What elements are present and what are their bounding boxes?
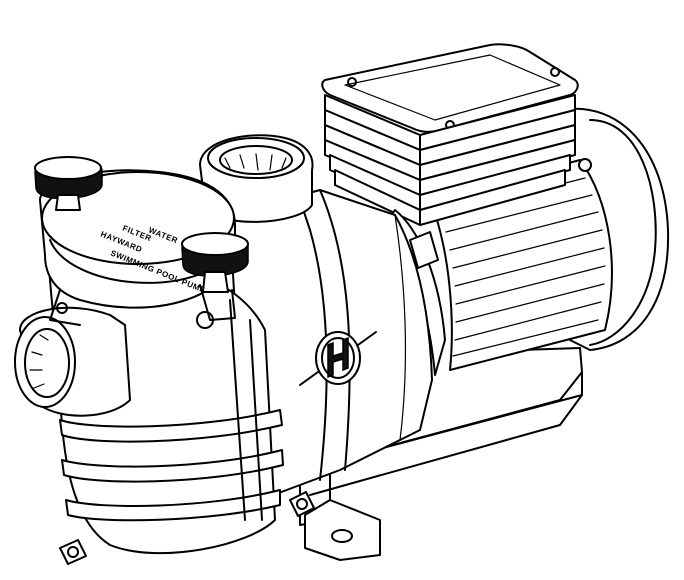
drain-plug	[59, 539, 87, 565]
lid-knob-left	[34, 156, 103, 211]
terminal-box	[321, 43, 579, 226]
hayward-logo	[299, 331, 377, 386]
lid-knob-right	[181, 232, 249, 293]
inlet-port	[14, 306, 131, 417]
motor-housing	[429, 107, 670, 371]
housing-drain-plug	[289, 491, 315, 517]
pump-base	[299, 347, 583, 561]
